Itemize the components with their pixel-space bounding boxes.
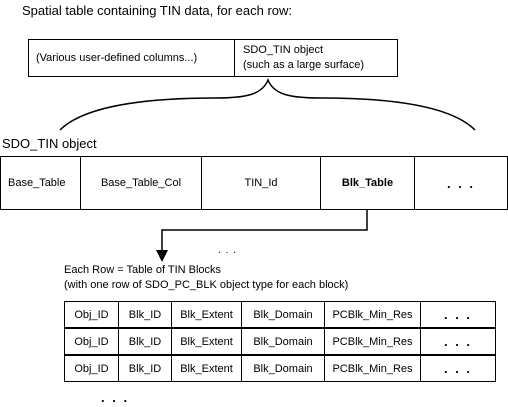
blk-table-cell-text: . . . bbox=[443, 307, 473, 322]
bottom-ellipsis: . . . bbox=[101, 390, 130, 405]
field-tin-id: TIN_Id bbox=[202, 157, 321, 209]
blk-table-cell: PCBlk_Min_Res bbox=[324, 301, 421, 328]
blk-table-cell-text: Obj_ID bbox=[74, 308, 109, 321]
diagram-title: Spatial table containing TIN data, for e… bbox=[22, 3, 293, 18]
blk-table-cell: Blk_Extent bbox=[171, 355, 242, 382]
sdo-tin-object-cell: SDO_TIN object (such as a large surface) bbox=[235, 40, 397, 76]
sdo-tin-object-box: Base_Table Base_Table_Col TIN_Id Blk_Tab… bbox=[0, 156, 508, 210]
blk-table-cell-text: Blk_ID bbox=[128, 362, 162, 375]
blk-table-cell: Blk_Extent bbox=[171, 301, 242, 328]
blk-table-cell: Blk_Domain bbox=[241, 355, 325, 382]
blk-table-cell: . . . bbox=[420, 328, 496, 355]
blk-table-cell-text: Blk_Domain bbox=[253, 308, 313, 321]
sdo-tin-object-cell-line2: (such as a large surface) bbox=[243, 59, 365, 71]
blk-table-cell: Blk_Extent bbox=[171, 328, 242, 355]
blk-table-cell-text: . . . bbox=[443, 334, 473, 349]
blk-table-cell-text: Obj_ID bbox=[74, 362, 109, 375]
blk-table-cell-text: Blk_ID bbox=[128, 308, 162, 321]
field-more: . . . bbox=[446, 175, 476, 191]
sdo-tin-object-label: SDO_TIN object bbox=[2, 136, 97, 151]
blk-table-cell-text: Blk_Extent bbox=[180, 362, 233, 375]
blk-table-cell: Blk_ID bbox=[118, 328, 172, 355]
blk-table-cell: . . . bbox=[420, 301, 496, 328]
blk-table-cell-text: PCBlk_Min_Res bbox=[332, 362, 413, 375]
blk-table-cell: Blk_Domain bbox=[241, 328, 325, 355]
blk-table-cell-text: Blk_Extent bbox=[180, 308, 233, 321]
blk-table-cell-text: Obj_ID bbox=[74, 335, 109, 348]
blk-table-cell: PCBlk_Min_Res bbox=[324, 355, 421, 382]
each-row-line2: (with one row of SDO_PC_BLK object type … bbox=[64, 279, 349, 291]
blk-table-cell-text: Blk_Domain bbox=[253, 335, 313, 348]
blk-table-cell: Obj_ID bbox=[64, 301, 119, 328]
blk-table-cell-text: . . . bbox=[443, 361, 473, 376]
blk-table-cell: Blk_ID bbox=[118, 301, 172, 328]
blk-table-cell: PCBlk_Min_Res bbox=[324, 328, 421, 355]
blk-table-cell-text: Blk_ID bbox=[128, 335, 162, 348]
blk-table-arrow bbox=[156, 210, 368, 262]
blk-table-cell: Obj_ID bbox=[64, 328, 119, 355]
spatial-table-row: (Various user-defined columns...) SDO_TI… bbox=[28, 39, 398, 77]
user-defined-columns-cell: (Various user-defined columns...) bbox=[29, 40, 235, 76]
expansion-brace bbox=[59, 77, 476, 131]
ellipsis-small: . . . bbox=[218, 245, 237, 256]
blk-table-cell-text: Blk_Domain bbox=[253, 362, 313, 375]
blk-table-cell-text: PCBlk_Min_Res bbox=[332, 335, 413, 348]
blk-table-cell: . . . bbox=[420, 355, 496, 382]
blk-table-cell-text: Blk_Extent bbox=[180, 335, 233, 348]
user-defined-columns-label: (Various user-defined columns...) bbox=[36, 52, 198, 64]
blk-table-cell: Blk_ID bbox=[118, 355, 172, 382]
blk-table-cell-text: PCBlk_Min_Res bbox=[332, 308, 413, 321]
field-base-table-col: Base_Table_Col bbox=[81, 157, 202, 209]
field-blk-table: Blk_Table bbox=[321, 157, 415, 209]
field-base-table: Base_Table bbox=[1, 157, 81, 209]
blk-table-cell: Obj_ID bbox=[64, 355, 119, 382]
blk-table-cell: Blk_Domain bbox=[241, 301, 325, 328]
sdo-tin-object-cell-line1: SDO_TIN object bbox=[243, 44, 324, 56]
each-row-line1: Each Row = Table of TIN Blocks bbox=[64, 264, 222, 276]
